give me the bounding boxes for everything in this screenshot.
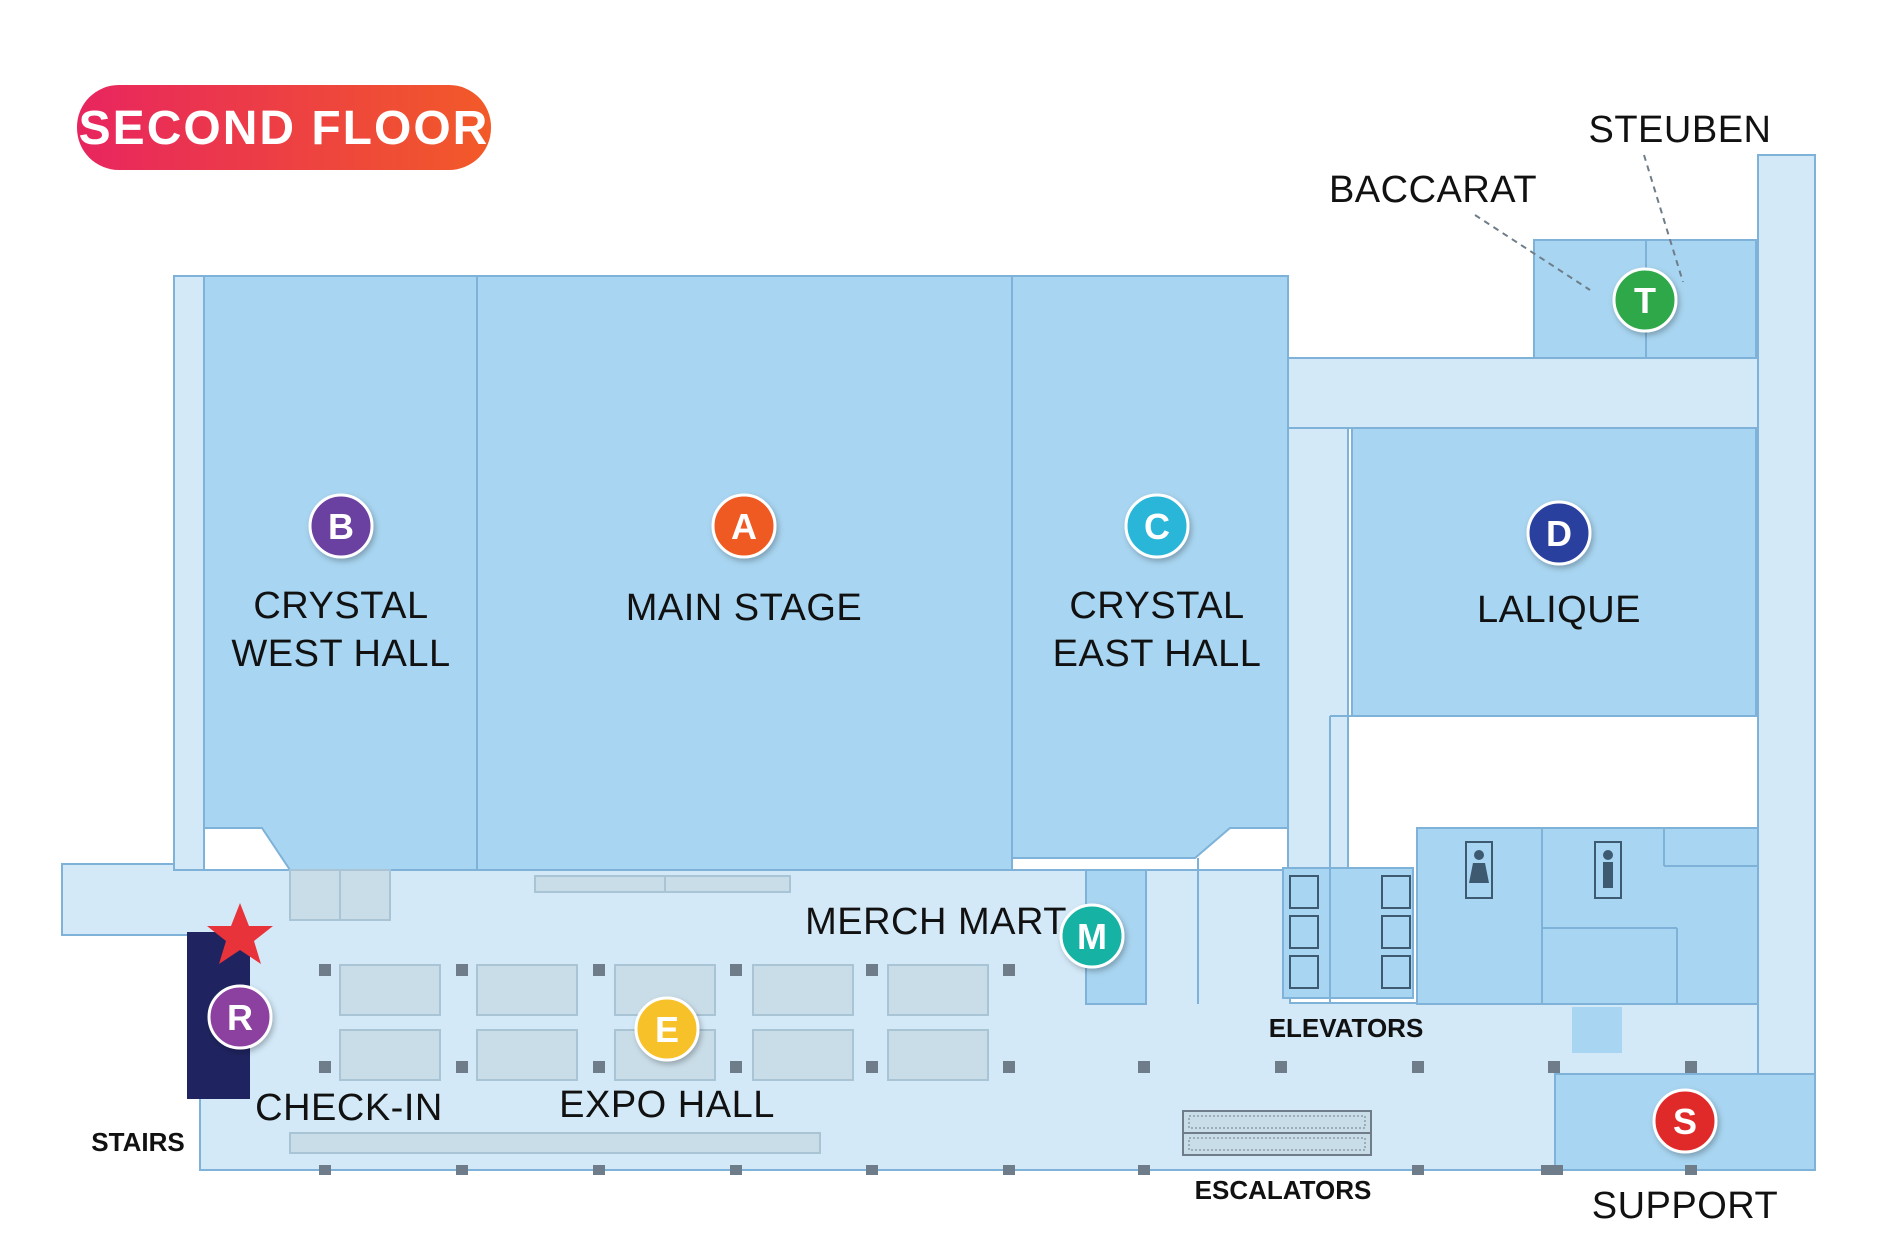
label-crystal-west-2: WEST HALL	[231, 633, 450, 675]
rooms	[203, 239, 1759, 1005]
pin-m[interactable]: M	[1059, 903, 1125, 969]
leader-lines	[1474, 154, 1684, 291]
pin-t-letter: T	[1634, 280, 1656, 321]
pin-d[interactable]: D	[1526, 500, 1592, 566]
escalators	[1182, 1110, 1372, 1156]
label-support: SUPPORT	[1592, 1185, 1779, 1227]
room-crystal-east-hall	[1011, 275, 1289, 859]
pin-b-letter: B	[328, 506, 354, 547]
pin-e[interactable]: E	[634, 996, 700, 1062]
label-crystal-west-1: CRYSTAL	[253, 585, 428, 627]
pin-c[interactable]: C	[1124, 493, 1190, 559]
pin-c-letter: C	[1144, 506, 1170, 547]
pin-r[interactable]: R	[207, 984, 273, 1050]
pin-r-letter: R	[227, 997, 253, 1038]
label-crystal-east-1: CRYSTAL	[1069, 585, 1244, 627]
pin-m-letter: M	[1077, 916, 1107, 957]
label-expo-hall: EXPO HALL	[559, 1084, 775, 1126]
support-door-block	[1572, 1007, 1622, 1053]
label-merch-mart: MERCH MART	[805, 901, 1067, 943]
pin-d-letter: D	[1546, 513, 1572, 554]
label-stairs: STAIRS	[91, 1127, 184, 1157]
you-are-here-star	[207, 903, 273, 964]
label-elevators: ELEVATORS	[1269, 1013, 1424, 1043]
room-crystal-west-hall	[203, 275, 478, 871]
room-main-stage	[476, 275, 1013, 871]
elevator-cars	[1289, 875, 1411, 989]
floor-title: SECOND FLOOR	[79, 102, 490, 155]
floor-title-badge: SECOND FLOOR	[77, 85, 491, 170]
pin-s-letter: S	[1673, 1101, 1697, 1142]
restroom-walls	[1197, 715, 1758, 1004]
pin-s[interactable]: S	[1652, 1088, 1718, 1154]
label-main-stage: MAIN STAGE	[626, 587, 863, 629]
location-pins: B A C D T M R E	[207, 267, 1718, 1154]
label-steuben: STEUBEN	[1589, 109, 1772, 151]
pin-a[interactable]: A	[711, 493, 777, 559]
label-check-in: CHECK-IN	[255, 1087, 443, 1129]
pillars	[319, 964, 1697, 1175]
pin-t[interactable]: T	[1612, 267, 1678, 333]
label-baccarat: BACCARAT	[1329, 169, 1537, 211]
pin-e-letter: E	[655, 1009, 679, 1050]
label-escalators: ESCALATORS	[1195, 1175, 1372, 1205]
room-labels: CRYSTAL WEST HALL MAIN STAGE CRYSTAL EAS…	[91, 109, 1779, 1227]
restroom-icons	[1465, 841, 1622, 899]
label-lalique: LALIQUE	[1477, 589, 1641, 631]
pin-b[interactable]: B	[308, 493, 374, 559]
pin-a-letter: A	[731, 506, 757, 547]
label-crystal-east-2: EAST HALL	[1053, 633, 1262, 675]
room-lalique	[1351, 427, 1757, 717]
